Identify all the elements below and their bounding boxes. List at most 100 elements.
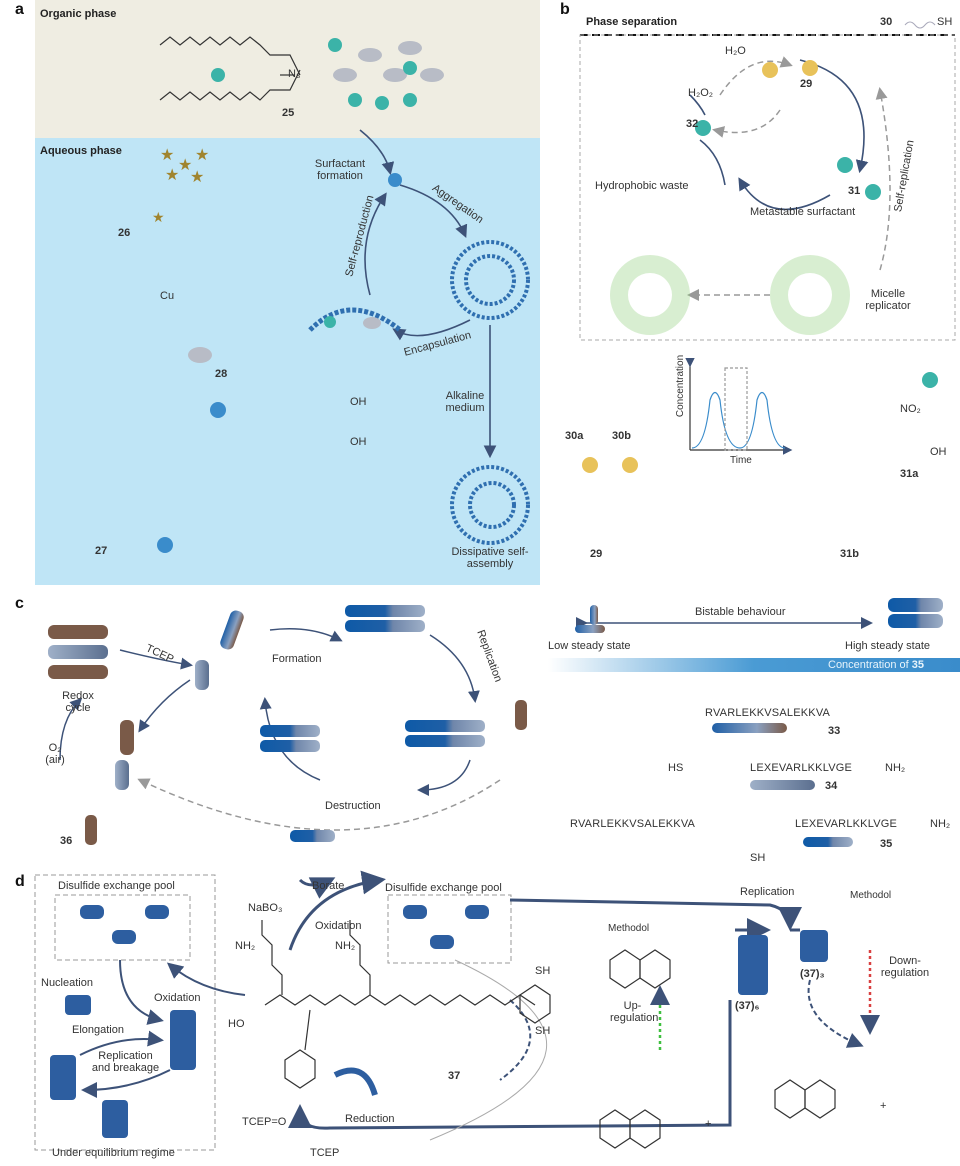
- methodol-1-label: Methodol: [608, 923, 650, 934]
- bistable-label: Bistable behaviour: [695, 606, 786, 618]
- panel-c-label: c: [15, 595, 24, 612]
- svg-text:★: ★: [178, 157, 192, 174]
- peptide-stacks-d: [50, 905, 828, 1138]
- open-vesicle: [308, 307, 402, 332]
- equilibrium-label: Under equilibrium regime: [52, 1147, 175, 1159]
- panel-b-box: [579, 34, 956, 341]
- low-steady-state-label: Low steady state: [548, 640, 631, 652]
- compound-27-label: 27: [95, 545, 108, 557]
- reduction-label: Reduction: [345, 1113, 395, 1125]
- oxygen-label: O₂ (air): [45, 742, 65, 766]
- vesicle: [450, 240, 530, 320]
- methodol-2-label: Methodol: [850, 890, 892, 901]
- aqueous-phase-bg: [35, 138, 540, 585]
- down-regulation-label: Down-regulation: [880, 955, 930, 979]
- dissipative-label: Dissipative self-assembly: [451, 546, 529, 570]
- sh-35: SH: [750, 852, 766, 864]
- svg-text:★: ★: [190, 169, 204, 186]
- cycle-arrows-a: [359, 129, 497, 459]
- surfactant-formation-label: Surfactant formation: [314, 158, 366, 182]
- plus-sign-1: +: [705, 1118, 712, 1130]
- formation-label: Formation: [272, 653, 322, 665]
- svg-text:★: ★: [195, 147, 209, 164]
- oxidation-mid-label: Oxidation: [315, 920, 362, 932]
- organic-phase-bg: [35, 0, 540, 138]
- high-steady-state-label: High steady state: [845, 640, 930, 652]
- replication-breakage-label: Replication and breakage: [91, 1050, 160, 1074]
- compound-29-label: 29: [800, 78, 813, 90]
- compound-32-label: 32: [686, 118, 699, 130]
- compound-26-label: 26: [118, 227, 131, 239]
- concentration-gradient-bar: [548, 658, 960, 672]
- compound-25-label: 25: [282, 107, 295, 119]
- tcep-d-label: TCEP: [310, 1147, 340, 1159]
- hs-34: HS: [668, 762, 684, 774]
- peptide-cylinders-c: [48, 598, 943, 847]
- azide-label: N₃: [288, 68, 301, 80]
- sh-37-top: SH: [535, 965, 551, 977]
- compound-29-bottom-label: 29: [590, 548, 603, 560]
- concentration-prefix: Concentration of: [828, 659, 912, 671]
- svg-text:★: ★: [165, 167, 179, 184]
- compound-30-label: 30: [880, 16, 893, 28]
- water-label: H₂O: [725, 45, 746, 57]
- hydroxyl-31a: OH: [930, 446, 947, 458]
- organic-phase-heading: Organic phase: [40, 8, 117, 20]
- compound-35-label: 35: [880, 838, 893, 850]
- sh-37-bottom: SH: [535, 1025, 551, 1037]
- compound-31b-label: 31b: [840, 548, 859, 560]
- compound-36-label: 36: [60, 835, 73, 847]
- aqueous-phase-heading: Aqueous phase: [40, 145, 122, 157]
- compound-33-label: 33: [828, 725, 841, 737]
- sequence-35b: LEXEVARLKKLVGE: [795, 818, 898, 830]
- micelle-replicator: [610, 255, 850, 335]
- naphthalene-structures: [599, 949, 836, 1149]
- chart-xlabel: Time: [730, 455, 752, 466]
- up-regulation-label: Up-regulation: [610, 1000, 659, 1024]
- nitro-label-31a: NO₂: [900, 403, 921, 415]
- thiol-label: SH: [937, 16, 953, 28]
- concentration-label: Concentration of 35: [828, 659, 924, 671]
- compound-31-label: 31: [848, 185, 861, 197]
- tcep-o-label: TCEP=O: [242, 1116, 287, 1128]
- sequence-34: LEXEVARLKKLVGE: [750, 762, 853, 774]
- star-icons: ★★★★★★: [152, 147, 209, 225]
- panel-d-label: d: [15, 873, 25, 890]
- nh2-34: NH₂: [885, 762, 906, 774]
- hexamer-label: (37)₆: [735, 1000, 760, 1012]
- nucleation-label: Nucleation: [41, 977, 93, 989]
- surfactant-head: [388, 173, 402, 187]
- micelle-replicator-label: Micelle replicator: [865, 288, 911, 312]
- replication-d-label: Replication: [740, 886, 795, 898]
- pool-left-label: Disulfide exchange pool: [58, 880, 175, 892]
- metastable-label: Metastable surfactant: [750, 206, 856, 218]
- svg-text:★: ★: [152, 209, 165, 225]
- compound-30a-label: 30a: [565, 430, 584, 442]
- lipid-25-structure: [159, 36, 301, 101]
- surfactant-cluster: [211, 38, 444, 110]
- peroxide-label: H₂O₂: [688, 87, 714, 99]
- hydrophobic-waste-label: Hydrophobic waste: [595, 180, 689, 192]
- destruction-label: Destruction: [325, 800, 381, 812]
- trimer-label: (37)₃: [800, 968, 825, 980]
- alkaline-medium-label: Alkaline medium: [445, 390, 485, 414]
- compound-28-label: 28: [215, 368, 228, 380]
- oxidation-left-label: Oxidation: [154, 992, 201, 1004]
- oscillation-chart: [685, 357, 793, 455]
- borate-label: Borate: [312, 880, 345, 892]
- copper-label: Cu: [160, 290, 175, 302]
- concentration-compound: 35: [911, 659, 925, 671]
- nabo3-label: NaBO₃: [248, 902, 283, 914]
- plus-sign-2: +: [880, 1100, 887, 1112]
- ho-label: HO: [228, 1018, 245, 1030]
- nh2-lys2: NH₂: [335, 940, 356, 952]
- hydroxyl-1: OH: [350, 396, 367, 408]
- peptide-37-structure: [261, 920, 551, 1089]
- sequence-33: RVARLEKKVSALEKKVA: [705, 707, 831, 719]
- redox-cycle-label: Redox cycle: [62, 690, 94, 714]
- nh2-lys1: NH₂: [235, 940, 256, 952]
- panel-a-label: a: [15, 1, 24, 18]
- svg-text:★: ★: [160, 147, 174, 164]
